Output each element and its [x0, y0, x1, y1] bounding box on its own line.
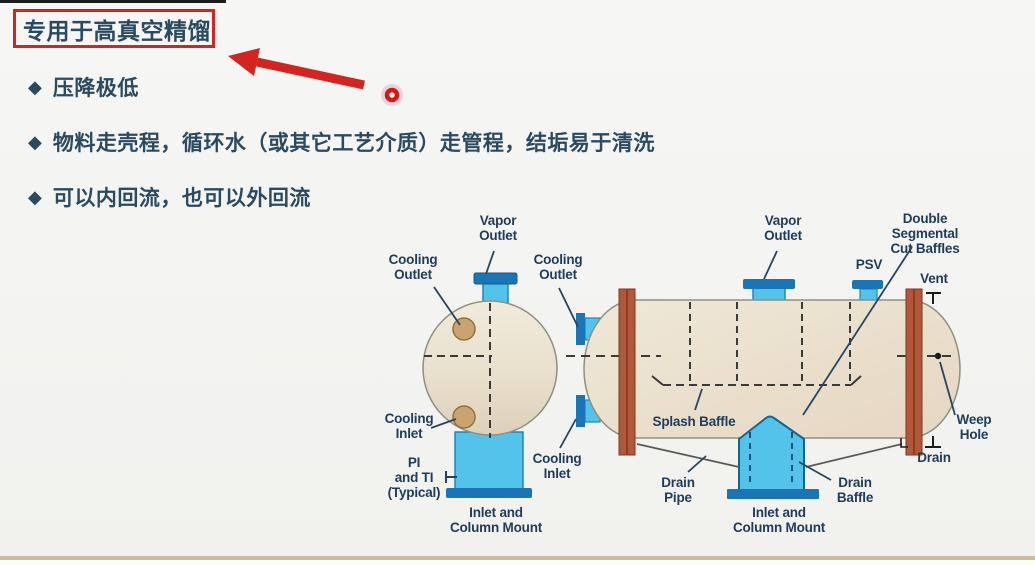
- label-inlet-column-mount-right: Inlet and Column Mount: [732, 505, 826, 536]
- diamond-bullet-icon: ◆: [28, 186, 42, 207]
- drain-pipe-right: [805, 443, 903, 468]
- label-cooling-outlet-left: Cooling Outlet: [388, 252, 438, 283]
- label-pi-ti-typical: PI and TI (Typical): [387, 455, 441, 501]
- label-cooling-inlet-shell: Cooling Inlet: [532, 451, 582, 482]
- label-double-segmental-cut-baffles: Double Segmental Cut Baffles: [890, 211, 960, 257]
- label-weep-hole: Weep Hole: [956, 412, 992, 443]
- vapor-outlet-flange-left: [473, 272, 518, 285]
- label-cooling-outlet-shell: Cooling Outlet: [533, 252, 583, 283]
- bullet-item: ◆ 物料走壳程，循环水（或其它工艺介质）走管程，结垢易于清洗: [28, 129, 655, 156]
- label-vent: Vent: [920, 271, 948, 286]
- vapor-outlet-flange-right: [743, 279, 795, 289]
- drain-baffle-lines: [749, 432, 793, 487]
- vent-mark: [926, 292, 941, 304]
- red-arrow: [228, 48, 365, 90]
- drain-mark: [925, 436, 941, 448]
- tubesheets: [618, 288, 923, 456]
- drain-corner-mark: [900, 438, 908, 448]
- label-inlet-column-mount-left: Inlet and Column Mount: [449, 505, 543, 536]
- pi-ti-tick-mark: [445, 471, 457, 483]
- column-mount-base-left: [446, 488, 532, 498]
- bullet-text: 物料走壳程，循环水（或其它工艺介质）走管程，结垢易于清洗: [52, 132, 655, 155]
- psv-nozzle: [859, 288, 878, 302]
- label-cooling-inlet-left: Cooling Inlet: [384, 411, 434, 442]
- laser-pointer-dot: [381, 84, 403, 106]
- bullet-item: ◆ 压降极低: [28, 74, 139, 101]
- vapor-outlet-nozzle-left: [482, 281, 509, 304]
- diamond-bullet-icon: ◆: [28, 76, 42, 97]
- column-mount-neck-left: [454, 431, 524, 491]
- left-vessel-end-view: [422, 272, 558, 498]
- label-drain: Drain: [917, 450, 951, 465]
- cooling-outlet-nozzle: [452, 317, 476, 341]
- label-drain-pipe: Drain Pipe: [661, 475, 695, 506]
- label-vapor-outlet-left: Vapor Outlet: [479, 213, 517, 244]
- right-vessel-side-view: [566, 279, 961, 499]
- highlight-box: 专用于高真空精馏: [13, 9, 215, 48]
- splash-baffle-line: [651, 375, 862, 386]
- cooling-inlet-nozzle: [452, 405, 476, 429]
- top-edge-line: [0, 0, 226, 3]
- column-mount-base-right: [727, 489, 819, 499]
- bullet-item: ◆ 可以内回流，也可以外回流: [28, 184, 311, 211]
- label-splash-baffle: Splash Baffle: [652, 414, 736, 429]
- diamond-bullet-icon: ◆: [28, 131, 42, 152]
- vapor-outlet-nozzle-right: [752, 287, 786, 302]
- shell-cooling-outlet-flange: [576, 313, 585, 345]
- leader-lines: [430, 246, 956, 481]
- bullet-text: 压降极低: [52, 77, 139, 100]
- weep-hole-dot: [934, 352, 942, 360]
- shell-cooling-inlet-flange: [576, 395, 585, 427]
- drain-pipe-left: [636, 443, 740, 468]
- label-psv: PSV: [855, 257, 883, 272]
- slide-bottom-strip: [0, 556, 1035, 560]
- slide-bottom-edge: [0, 560, 1035, 565]
- label-drain-baffle: Drain Baffle: [836, 475, 874, 506]
- slide-title: 专用于高真空精馏: [23, 17, 211, 44]
- psv-flange: [852, 280, 883, 289]
- column-mount-dome-right: [738, 415, 805, 491]
- label-vapor-outlet-right: Vapor Outlet: [764, 213, 802, 244]
- bullet-text: 可以内回流，也可以外回流: [52, 187, 311, 210]
